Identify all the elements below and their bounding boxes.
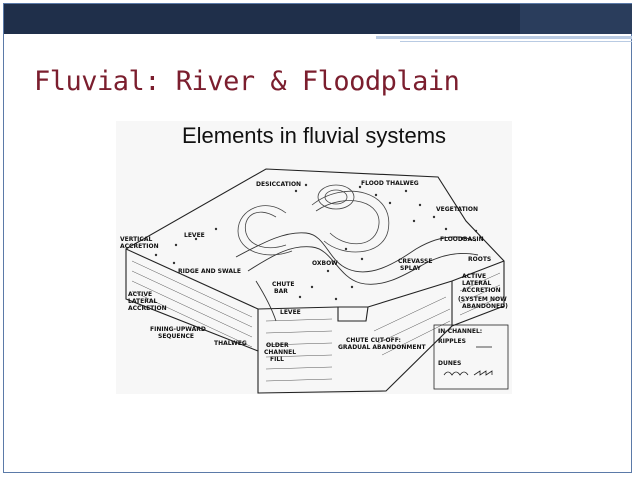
block-diagram: DESICCATION FLOOD THALWEG VEGETATION VER… (120, 168, 509, 394)
label-crevasse-1: CREVASSE (398, 258, 432, 265)
river-channel (235, 232, 479, 322)
label-levee-top: LEVEE (184, 232, 205, 239)
label-roots: ROOTS (468, 256, 491, 263)
label-chute-cutoff-1: CHUTE CUT-OFF: (346, 337, 401, 344)
label-chute-cutoff-2: GRADUAL ABANDONMENT (338, 344, 426, 351)
label-levee-front: LEVEE (280, 309, 301, 316)
label-floodbasin: FLOODBASIN (440, 236, 484, 243)
label-vertical-accretion-2: ACCRETION (120, 243, 159, 250)
label-active-lateral-right-3: ACCRETION (462, 287, 501, 294)
label-crevasse-2: SPLAY (400, 265, 422, 272)
header-bar-accent (520, 4, 632, 34)
label-flood-thalweg: FLOOD THALWEG (361, 180, 419, 187)
label-ridge-and-swale: RIDGE AND SWALE (178, 268, 241, 275)
fluvial-diagram-figure: DESICCATION FLOOD THALWEG VEGETATION VER… (116, 121, 512, 394)
vegetation-symbols (154, 183, 478, 301)
label-in-channel-1: IN-CHANNEL: (438, 328, 482, 335)
decorative-rule (376, 36, 632, 39)
label-older-channel-3: FILL (270, 356, 284, 363)
label-active-lateral-right-1: ACTIVE (462, 273, 486, 280)
label-in-channel-2: RIPPLES (438, 338, 466, 345)
slide-title: Fluvial: River & Floodplain (34, 66, 460, 97)
label-active-lateral-left-2: LATERAL (128, 298, 157, 305)
label-dunes: DUNES (438, 360, 461, 367)
legend-box (433, 324, 509, 390)
stratification-hatching (131, 260, 501, 382)
label-desiccation: DESICCATION (256, 181, 301, 188)
decorative-rule-thin (400, 41, 632, 42)
label-active-lateral-left-1: ACTIVE (128, 291, 152, 298)
label-fining-upward-1: FINING-UPWARD (150, 326, 206, 333)
label-vertical-accretion-1: VERTICAL (120, 236, 152, 243)
label-older-channel-1: OLDER (266, 342, 289, 349)
block-outline (125, 168, 505, 394)
label-thalweg: THALWEG (214, 340, 247, 347)
label-fining-upward-2: SEQUENCE (158, 333, 194, 340)
slide-frame (3, 3, 632, 473)
label-oxbow: OXBOW (312, 260, 338, 267)
label-system-now-2: ABANDONED) (462, 303, 508, 310)
label-active-lateral-right-2: LATERAL (462, 280, 491, 287)
oxbow-meander (237, 184, 390, 256)
label-older-channel-2: CHANNEL (264, 349, 296, 356)
label-system-now-1: (SYSTEM NOW (458, 296, 507, 303)
label-active-lateral-left-3: ACCRETION (128, 305, 167, 312)
figure-heading: Elements in fluvial systems (181, 123, 447, 148)
label-chute-bar-1: CHUTE (272, 281, 295, 288)
label-chute-bar-2: BAR (274, 288, 288, 295)
label-vegetation: VEGETATION (436, 206, 478, 213)
